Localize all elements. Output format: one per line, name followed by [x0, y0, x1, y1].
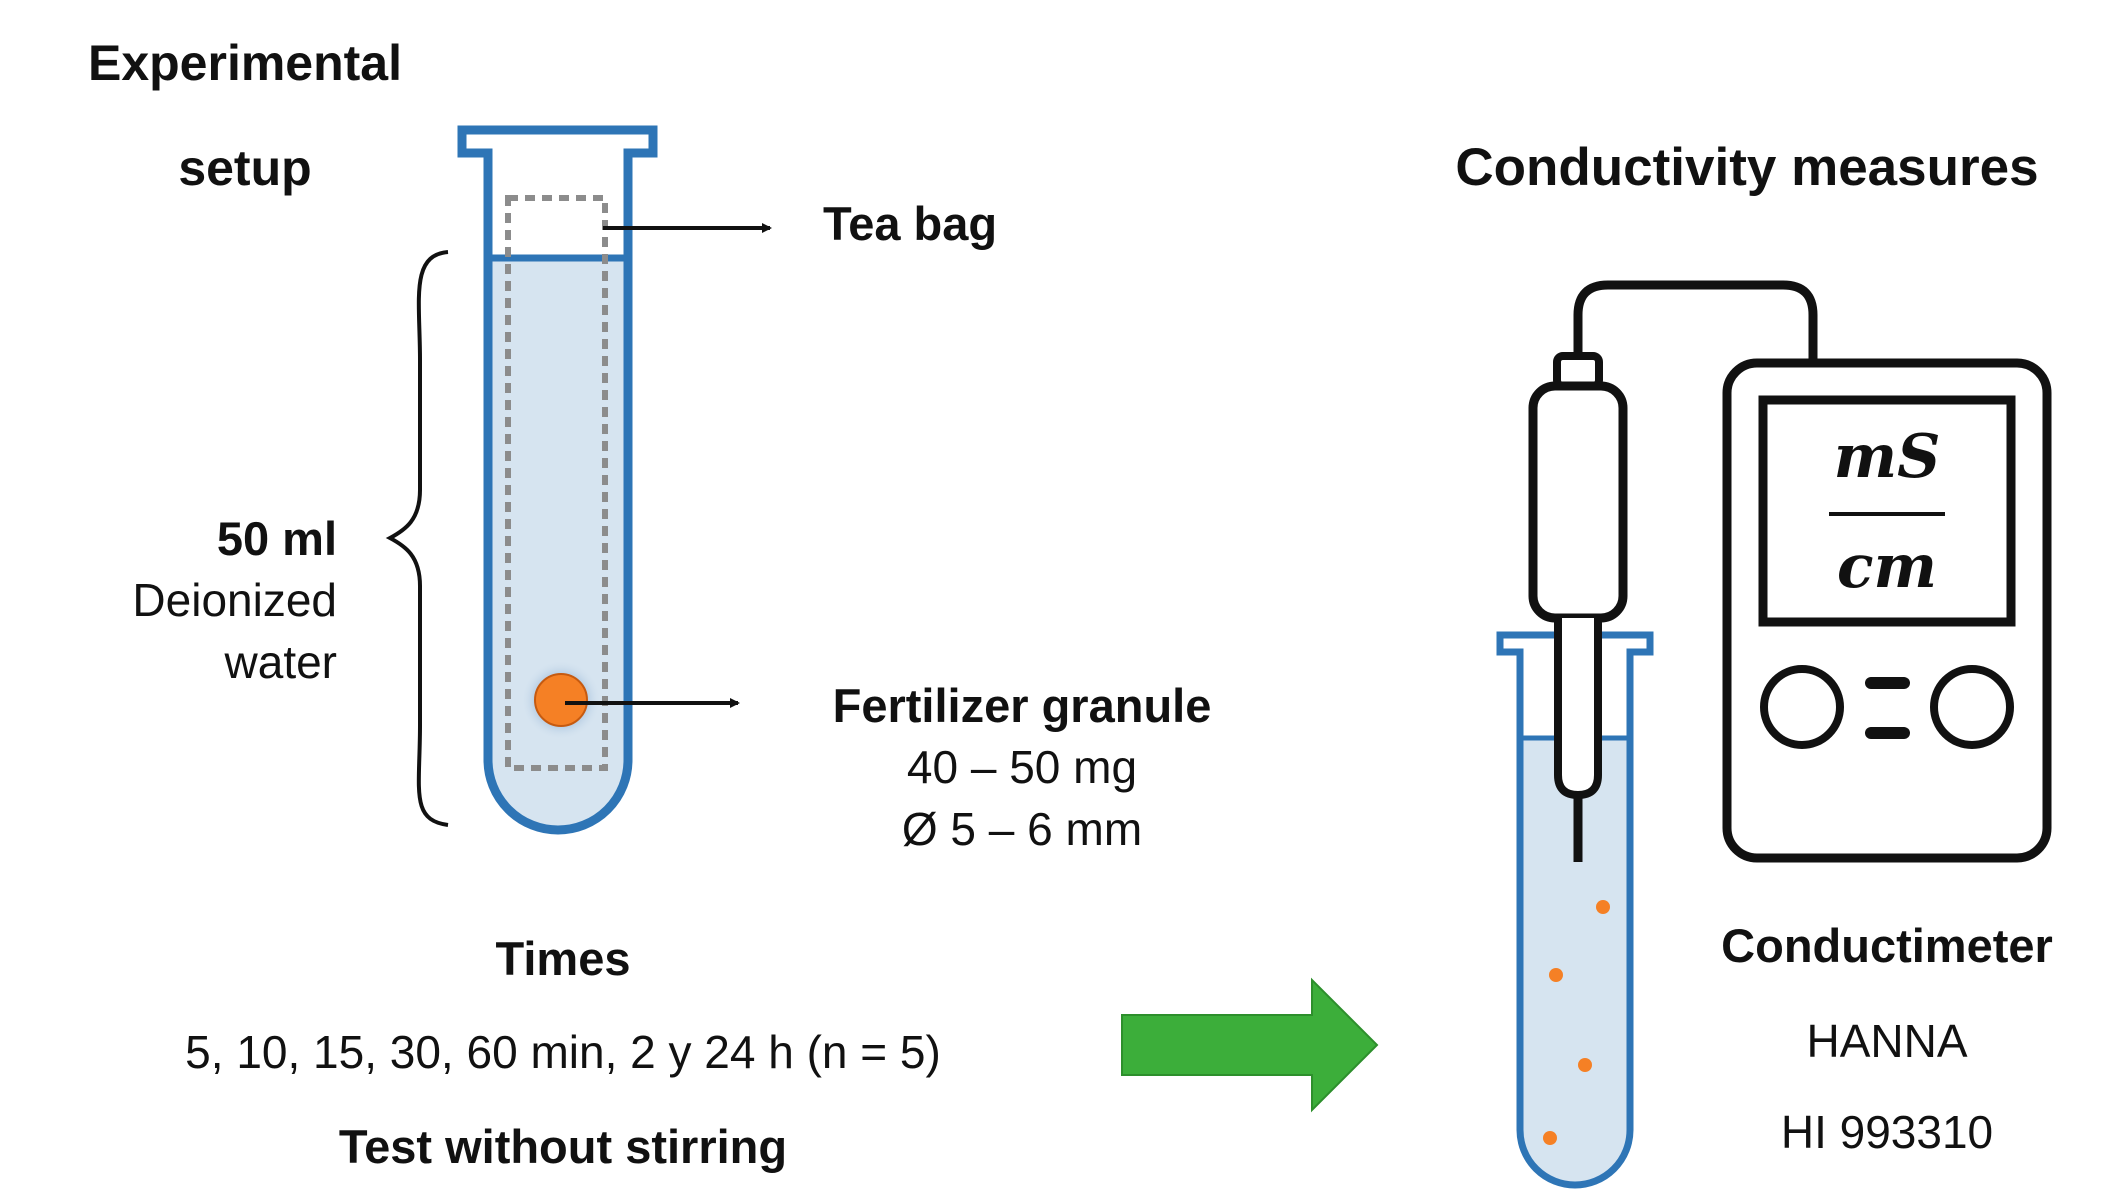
- dissolved-particle-icon: [1549, 968, 1563, 982]
- water-label-line2: water: [224, 636, 337, 688]
- volume-brace: [385, 250, 449, 827]
- probe-body: [1528, 381, 1628, 623]
- fertilizer-granule-icon: [534, 673, 588, 727]
- tube-outline-right: [1496, 631, 1654, 1189]
- meter-screen: [1758, 395, 2016, 627]
- conductimeter-device: mS cm: [1722, 358, 2052, 863]
- device-model: HI 993310: [1781, 1106, 1993, 1158]
- volume-label: 50 ml: [217, 512, 337, 565]
- meter-knob-left: [1760, 665, 1844, 749]
- unit-denominator: cm: [1837, 532, 1937, 602]
- meter-button-top: [1865, 677, 1910, 689]
- probe-cable: [1573, 280, 1818, 367]
- tea-bag-outline: [505, 195, 608, 771]
- meter-button-bottom: [1865, 727, 1910, 739]
- unit-numerator: mS: [1834, 422, 1941, 492]
- times-heading: Times: [496, 932, 631, 985]
- device-label: Conductimeter: [1721, 919, 2053, 972]
- granule-diameter: Ø 5 – 6 mm: [902, 803, 1142, 855]
- granule-label: Fertilizer granule: [833, 679, 1212, 732]
- conductivity-probe: [1528, 280, 1818, 862]
- setup-title-line2: setup: [178, 140, 311, 196]
- times-values: 5, 10, 15, 30, 60 min, 2 y 24 h (n = 5): [185, 1026, 941, 1078]
- measures-title: Conductivity measures: [1455, 138, 2038, 197]
- dissolved-particle-icon: [1596, 900, 1610, 914]
- granule-mass: 40 – 50 mg: [907, 741, 1137, 793]
- tea-bag-label: Tea bag: [823, 197, 997, 250]
- dissolved-particle-icon: [1543, 1131, 1557, 1145]
- setup-title-line1: Experimental: [88, 35, 402, 91]
- probe-shaft: [1554, 618, 1602, 800]
- tube-outline-left: [457, 125, 658, 835]
- dissolved-particle-icon: [1578, 1058, 1592, 1072]
- process-arrow: [1121, 977, 1379, 1113]
- device-brand: HANNA: [1806, 1015, 1967, 1067]
- stirring-note: Test without stirring: [339, 1120, 787, 1173]
- tube-water-right: [1520, 738, 1630, 1185]
- water-label-line1: Deionized: [132, 574, 337, 626]
- test-tube-left: [457, 125, 658, 835]
- meter-knob-right: [1930, 665, 2014, 749]
